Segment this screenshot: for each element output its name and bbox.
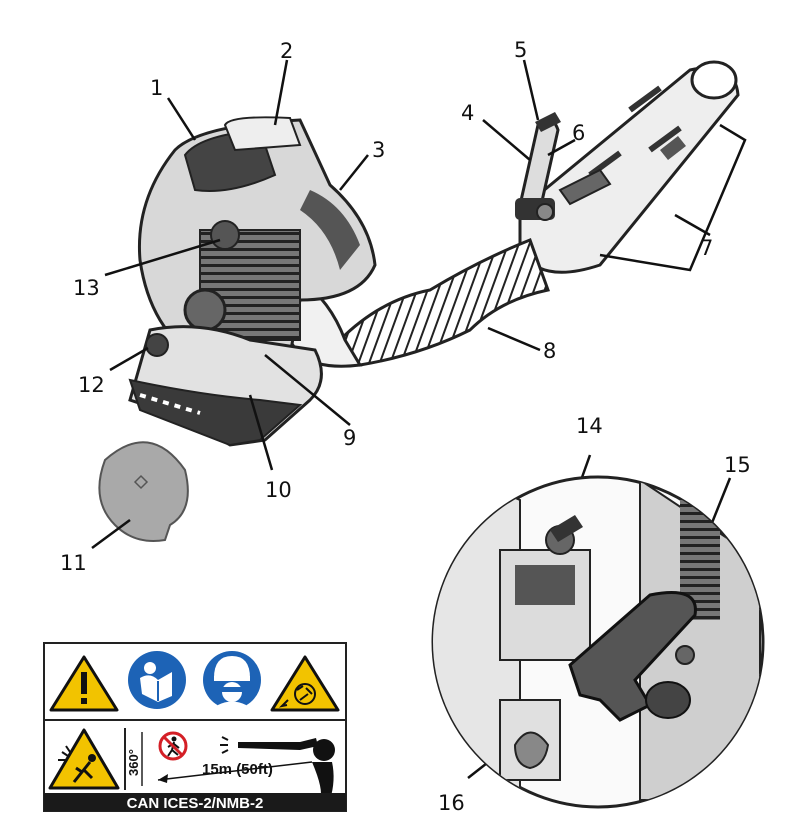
blower-illustration: [98, 60, 740, 542]
callout-numbers: 1 2 3 4 5 6 7 8 9 10 11 12 13 14 15 16: [60, 38, 751, 815]
callout-8: 8: [543, 339, 556, 363]
callout-11: 11: [60, 551, 87, 575]
thrown-objects-warning-icon: [48, 728, 120, 790]
callout-5: 5: [514, 38, 527, 62]
callout-4: 4: [461, 101, 474, 125]
callout-15: 15: [724, 453, 751, 477]
rotating-fan-hazard-icon: [270, 655, 340, 712]
no-bystanders-icon: [158, 731, 188, 761]
engine-body: [137, 116, 377, 362]
spark-arrester-screen: [98, 441, 189, 542]
callout-3: 3: [372, 138, 385, 162]
warning-icon: [49, 655, 119, 712]
distance-label: 15m (50ft): [202, 761, 273, 778]
callout-16: 16: [438, 791, 465, 815]
flex-hose: [337, 238, 550, 367]
inset-closeup: [431, 475, 765, 809]
fuel-tank-base: [128, 325, 323, 447]
callout-6: 6: [572, 121, 585, 145]
blow-tube: [518, 60, 740, 274]
certification-text: CAN ICES-2/NMB-2: [127, 795, 264, 812]
throttle-handle: [515, 112, 561, 221]
safety-label: 360° 15m (50ft) CAN ICES-2/NMB-2: [43, 642, 347, 812]
certification-footer: [44, 793, 346, 811]
callout-14: 14: [576, 414, 603, 438]
callout-7: 7: [700, 236, 713, 260]
primer-bulb: [513, 731, 550, 770]
callout-2: 2: [280, 39, 293, 63]
callout-12: 12: [78, 373, 105, 397]
angle-label: 360°: [126, 749, 141, 776]
callout-10: 10: [265, 478, 292, 502]
wear-protection-icon: [203, 651, 261, 710]
callout-9: 9: [343, 426, 356, 450]
starter-handle: [568, 591, 697, 722]
callout-1: 1: [150, 76, 163, 100]
read-manual-icon: [128, 651, 186, 709]
distance-arrow: [157, 761, 313, 781]
callout-13: 13: [73, 276, 100, 300]
blower-operator-icon: [220, 736, 335, 800]
